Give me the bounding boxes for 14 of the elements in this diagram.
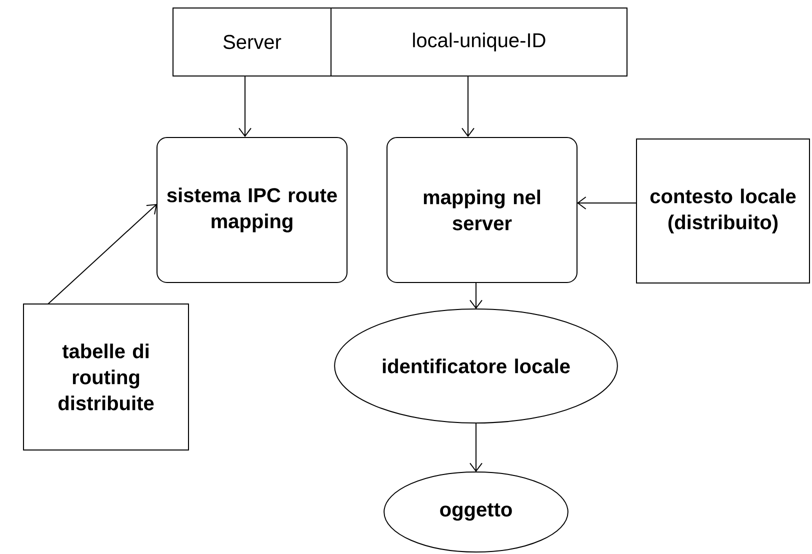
header-cell: Server [172,8,332,76]
arrow [577,196,638,210]
arrow [462,76,474,137]
process-box: mapping nel server [386,137,578,283]
header-cell: local-unique-ID [330,8,628,76]
arrow [238,76,252,137]
ellipse-node: identificatore locale [334,308,618,424]
note-box: tabelle di routing distribuite [23,303,189,450]
arrow [470,422,482,472]
process-box: sistema IPC route mapping [156,137,348,283]
arrow [48,204,157,304]
ellipse-node: oggetto [384,471,568,552]
arrow [470,281,482,309]
note-box: contesto locale (distribuito) [636,138,810,284]
